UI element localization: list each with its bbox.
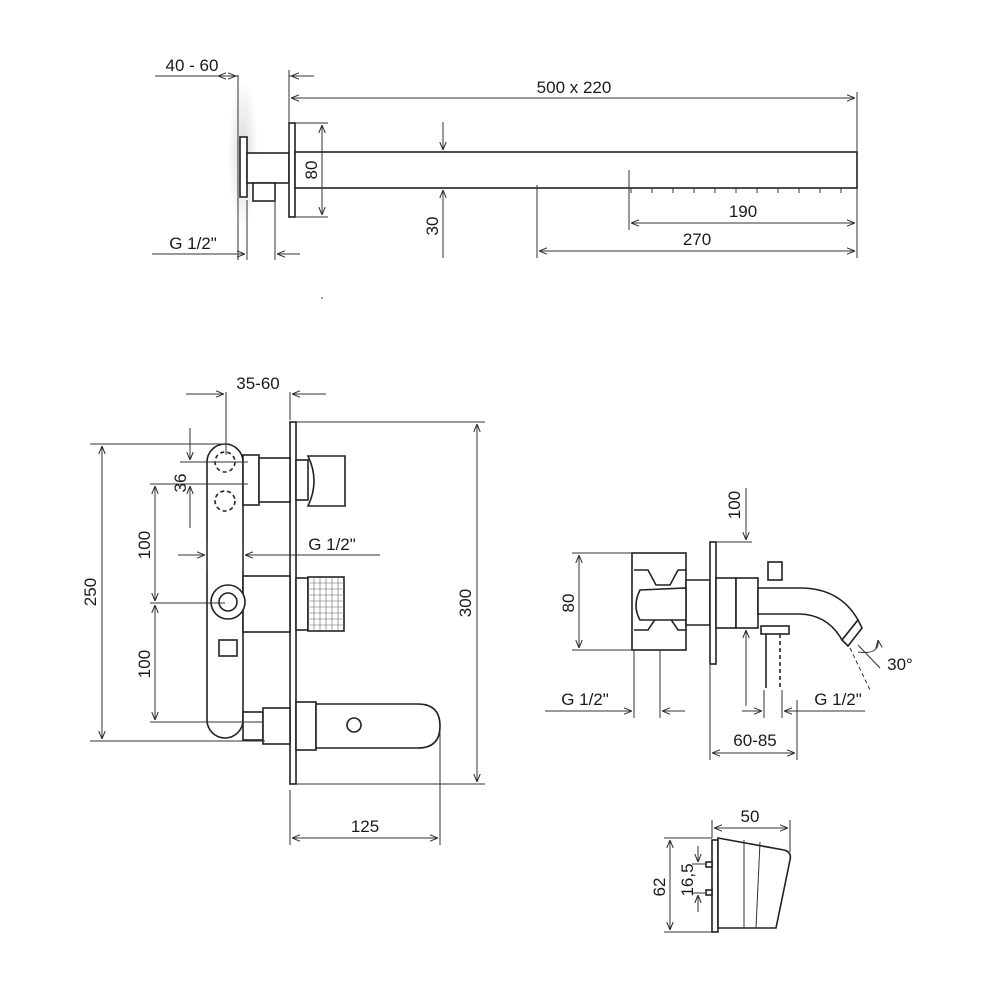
dim-head-thickness: 30 xyxy=(423,217,442,236)
shower-arm-view: 40 - 60 500 x 220 80 30 190 270 G 1/2" xyxy=(152,56,858,299)
dim-arm-connection: G 1/2" xyxy=(169,234,217,253)
spout-collar xyxy=(735,577,759,629)
diverter-knob xyxy=(767,561,783,581)
arm-plate xyxy=(288,122,296,218)
top-knob-collar xyxy=(295,459,309,501)
dim-holder-width: 50 xyxy=(741,807,760,826)
top-outlet-circle xyxy=(214,490,236,512)
dim-spacing-small: 36 xyxy=(171,474,190,493)
middle-cartridge xyxy=(242,575,291,633)
top-knob xyxy=(306,455,346,507)
inlet-coupler xyxy=(685,579,711,626)
inlet-elbow xyxy=(635,587,687,621)
dim-spout-connection-right: G 1/2" xyxy=(814,690,862,709)
knurl-pattern xyxy=(308,577,344,631)
dim-spacing-low: 100 xyxy=(135,650,154,678)
dim-spout-connection-left: G 1/2" xyxy=(561,690,609,709)
dim-handle-length: 125 xyxy=(351,817,379,836)
arm-connector xyxy=(246,152,290,184)
spout-view: 100 80 G 1/2" G 1/2" 60-85 30° xyxy=(545,488,913,760)
mixer-body-view: 35-60 250 36 100 100 G 1/2" 300 xyxy=(81,374,485,845)
bottom-cartridge-base xyxy=(242,711,264,741)
arm-connector-nut xyxy=(252,182,276,202)
dim-holder-height: 62 xyxy=(650,878,669,897)
dim-spacing-mid: 100 xyxy=(135,531,154,559)
wall-flange xyxy=(239,136,248,198)
spout-wall-plate xyxy=(709,541,717,665)
lever-collar xyxy=(295,701,317,751)
dim-mixer-depth: 35-60 xyxy=(236,374,279,393)
dim-spout-angle: 30° xyxy=(887,655,913,674)
dim-wall-depth: 40 - 60 xyxy=(166,56,219,75)
spout-base xyxy=(715,577,737,629)
holder-plate xyxy=(711,839,719,933)
bottom-cartridge xyxy=(262,707,291,745)
top-cartridge xyxy=(258,457,291,503)
lever-screw xyxy=(346,717,362,733)
dim-holder-holes: 16,5 xyxy=(678,863,697,896)
holder-pin-top xyxy=(705,861,713,868)
dim-arm-height: 80 xyxy=(302,161,321,180)
dim-spout-projection: 60-85 xyxy=(733,731,776,750)
angle-arc xyxy=(857,640,878,653)
dim-plate-height: 300 xyxy=(456,589,475,617)
mid-inlet-inner xyxy=(218,592,238,612)
dim-spout-height: 80 xyxy=(559,594,578,613)
dim-spray-area: 190 xyxy=(729,202,757,221)
lower-fitting xyxy=(218,639,238,657)
dim-arm-length: 500 x 220 xyxy=(537,78,612,97)
dim-spout-top: 100 xyxy=(725,491,744,519)
holder-body xyxy=(717,837,792,929)
shower-arm xyxy=(294,151,858,189)
dim-overall-height: 250 xyxy=(81,578,100,606)
holder-view: 50 62 16,5 xyxy=(650,807,792,933)
flow-line xyxy=(849,647,871,691)
dim-spray-offset: 270 xyxy=(683,230,711,249)
dim-mixer-connection: G 1/2" xyxy=(308,535,356,554)
holder-pin-bottom xyxy=(705,889,713,896)
middle-knob-collar xyxy=(295,577,309,631)
spout-outlet xyxy=(840,618,863,648)
spray-nozzles xyxy=(630,188,842,193)
lever-handle xyxy=(315,703,441,749)
spout-bottom-ring xyxy=(760,625,790,635)
wall-plate xyxy=(289,421,297,785)
